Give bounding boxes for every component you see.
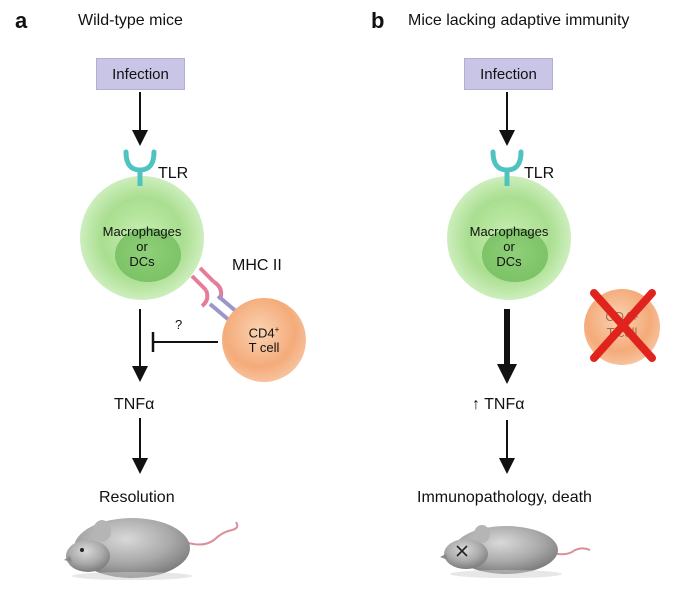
panel-b-letter: b bbox=[371, 8, 385, 33]
macrophage-line1-b: Macrophages bbox=[469, 224, 549, 239]
tcell-label-a: CD4+ T cell bbox=[224, 325, 304, 356]
infection-box-a: Infection bbox=[96, 58, 185, 90]
tlr-label-a: TLR bbox=[158, 165, 189, 182]
dead-eye-x-icon bbox=[456, 545, 468, 557]
outcome-label-a: Resolution bbox=[99, 489, 175, 506]
tcell-sup-a: + bbox=[274, 325, 280, 334]
panel-a-letter: a bbox=[15, 8, 28, 33]
mouse-dead-icon bbox=[440, 525, 591, 578]
tcell-a bbox=[222, 298, 306, 382]
tnf-to-outcome-arrow-b bbox=[499, 420, 515, 474]
macrophage-line3-b: DCs bbox=[496, 253, 522, 269]
macrophage-line1-a: Macrophages bbox=[102, 224, 182, 239]
tnf-label-b: ↑ TNFα bbox=[472, 396, 525, 413]
tlr-receptor-a bbox=[123, 149, 157, 186]
tnf-label-a: TNFα bbox=[114, 396, 155, 413]
macrophage-cell-a bbox=[80, 176, 204, 300]
infection-box-b: Infection bbox=[464, 58, 553, 90]
infection-label-b: Infection bbox=[480, 65, 537, 83]
macrophage-label-b: Macrophages or DCs bbox=[459, 224, 559, 270]
mhc-ii-label: MHC II bbox=[232, 257, 282, 274]
mouse-healthy-icon bbox=[64, 518, 239, 580]
infection-label-a: Infection bbox=[112, 65, 169, 83]
tlr-label-b: TLR bbox=[524, 165, 555, 182]
macrophage-cell-b bbox=[447, 176, 571, 300]
inhibition-line bbox=[151, 332, 218, 352]
macrophage-line3-a: DCs bbox=[129, 253, 155, 269]
macrophage-line2-a: or bbox=[136, 238, 148, 254]
tnf-to-outcome-arrow-a bbox=[132, 418, 148, 474]
macrophage-to-tnf-arrow-b bbox=[497, 309, 517, 384]
macrophage-label-a: Macrophages or DCs bbox=[92, 224, 192, 270]
tcell-line2-a: T cell bbox=[248, 340, 280, 356]
macrophage-line2-b: or bbox=[503, 238, 515, 254]
infection-arrow-b bbox=[499, 92, 515, 146]
infection-arrow-a bbox=[132, 92, 148, 146]
tlr-receptor-b bbox=[490, 149, 524, 186]
panel-b-heading: Mice lacking adaptive immunity bbox=[408, 12, 630, 29]
macrophage-to-tnf-arrow-a bbox=[132, 309, 148, 382]
red-cross-icon bbox=[590, 289, 656, 362]
inhibition-question-mark: ? bbox=[175, 317, 183, 332]
outcome-label-b: Immunopathology, death bbox=[417, 489, 592, 506]
tcell-line1-a: CD4 bbox=[248, 325, 275, 341]
panel-a-heading: Wild-type mice bbox=[78, 12, 183, 29]
